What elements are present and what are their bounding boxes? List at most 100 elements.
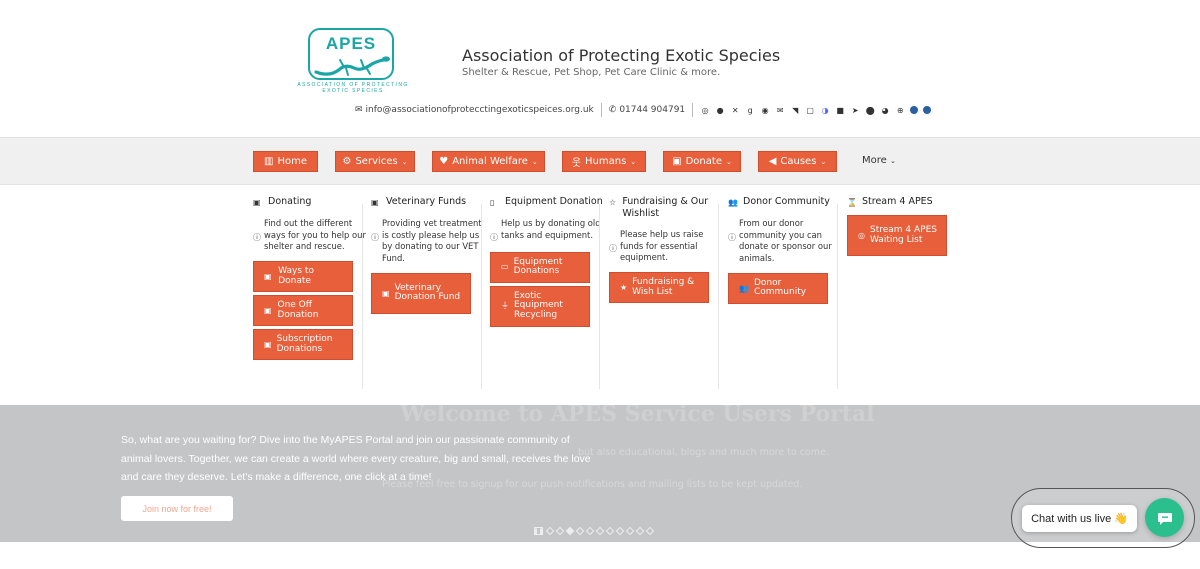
rss-icon[interactable]: ◥ xyxy=(792,105,799,115)
slider-pagination: ❚❚ xyxy=(533,526,655,536)
equipment-donations-button[interactable]: ▭Equipment Donations xyxy=(490,251,590,283)
site-title[interactable]: Association of Protecting Exotic Species xyxy=(462,46,781,65)
column-desc-text: Providing vet treatment is costly please… xyxy=(382,218,482,264)
nav-causes[interactable]: ◀ Causes ⌄ xyxy=(758,151,837,172)
stream-waiting-list-button[interactable]: ◎Stream 4 APES Waiting List xyxy=(847,215,947,256)
dot-icon[interactable] xyxy=(910,106,919,114)
slide-dot[interactable] xyxy=(595,526,605,536)
slide-dot-active[interactable] xyxy=(565,526,575,536)
gear-icon: ⚙ xyxy=(342,156,352,167)
instagram-icon[interactable]: ▢ xyxy=(806,105,814,115)
phone-icon: ✆ xyxy=(608,105,617,115)
nav-humans[interactable]: 웃 Humans ⌄ xyxy=(562,151,646,172)
email-link[interactable]: ✉ info@associationofprotecctingexoticspe… xyxy=(355,105,594,115)
nav-label: Animal Welfare xyxy=(452,156,528,167)
exotic-equipment-recycling-button[interactable]: ⏚ Exotic Equipment Recycling xyxy=(490,285,590,327)
nav-label: Home xyxy=(277,156,307,167)
pause-icon[interactable]: ❚❚ xyxy=(533,527,544,535)
nav-services[interactable]: ⚙ Services ⌄ xyxy=(335,151,415,172)
slide-dot[interactable] xyxy=(585,526,595,536)
column-desc-text: Find out the different ways for you to h… xyxy=(264,218,366,252)
column-title[interactable]: ⌛Stream 4 APES xyxy=(847,196,965,209)
logo-text: APES xyxy=(325,34,377,53)
nav-animal-welfare[interactable]: ♥ Animal Welfare ⌄ xyxy=(432,151,545,172)
nav-more-label: More xyxy=(862,155,887,166)
donor-community-button[interactable]: 👥Donor Community xyxy=(728,272,828,304)
nav-more[interactable]: More ⌄ xyxy=(862,155,896,166)
location-icon[interactable]: ⬤ xyxy=(865,105,875,115)
column-divider xyxy=(362,204,363,389)
hero-title: Welcome to APES Service Users Portal xyxy=(400,405,875,427)
google-plus-icon[interactable]: g xyxy=(747,105,753,115)
one-off-donation-button[interactable]: ▣One Off Donation xyxy=(253,295,353,327)
email-share-icon[interactable]: ✉ xyxy=(776,105,784,115)
whatsapp-icon[interactable]: ◎ xyxy=(701,105,709,115)
heart-icon: ♥ xyxy=(439,156,449,167)
divider xyxy=(692,103,694,117)
phone-link[interactable]: ✆ 01744 904791 xyxy=(609,105,685,115)
globe-icon[interactable]: ⊕ xyxy=(896,105,904,115)
home-icon: ▥ xyxy=(264,156,274,167)
chat-open-button[interactable] xyxy=(1145,498,1184,537)
column-desc-text: Please help us raise funds for essential… xyxy=(620,229,704,263)
chat-icon xyxy=(1157,512,1172,525)
messenger-icon[interactable]: ◕ xyxy=(881,105,889,115)
apes-logo[interactable]: APES ASSOCIATION OF PROTECTING EXOTIC SP… xyxy=(288,26,418,96)
veterinary-donation-fund-button[interactable]: ▣Veterinary Donation Fund xyxy=(371,272,471,314)
telegram-icon[interactable]: ➤ xyxy=(851,105,859,115)
logo-sub-line2: EXOTIC SPECIES xyxy=(322,88,384,94)
subscription-donations-button[interactable]: ▣Subscription Donations xyxy=(253,329,353,361)
column-title[interactable]: ▣Donating xyxy=(253,196,371,209)
slide-dot[interactable] xyxy=(645,526,655,536)
nav-home[interactable]: ▥ Home xyxy=(253,151,318,172)
slide-dot[interactable] xyxy=(635,526,645,536)
button-label: Stream 4 APES Waiting List xyxy=(869,224,937,245)
hero-ghost-text: Please feel free to signup for our push … xyxy=(382,479,803,490)
button-label: Subscription Donations xyxy=(276,334,333,354)
column-divider xyxy=(718,204,719,389)
column-desc-text: Help us by donating old tanks and equipm… xyxy=(501,218,601,240)
fundraising-wish-list-button[interactable]: ★Fundraising & Wish List xyxy=(609,272,709,304)
button-label: Equipment Donations xyxy=(513,256,563,277)
slide-dot[interactable] xyxy=(615,526,625,536)
podcast-icon[interactable]: ■ xyxy=(836,105,844,115)
column-title-text: Fundraising & Our Wishlist xyxy=(622,196,709,219)
column-title[interactable]: ☆Fundraising & Our Wishlist xyxy=(609,196,727,220)
button-label: Donor Community xyxy=(753,277,807,298)
discord-icon[interactable]: ◑ xyxy=(821,105,829,115)
slide-dot[interactable] xyxy=(605,526,615,536)
column-title[interactable]: ▣Veterinary Funds xyxy=(371,196,489,209)
dot-icon[interactable] xyxy=(923,106,932,114)
site-tagline: Shelter & Rescue, Pet Shop, Pet Care Cli… xyxy=(462,67,721,78)
facebook-icon[interactable]: ● xyxy=(716,105,724,115)
logo-subtitle: ASSOCIATION OF PROTECTING EXOTIC SPECIES xyxy=(288,82,418,94)
column-title-text: Donating xyxy=(268,196,312,207)
money-icon: ▣ xyxy=(382,288,390,298)
column-title[interactable]: 👥Donor Community xyxy=(728,196,846,209)
plug-icon: ⏚ xyxy=(501,301,509,311)
column-divider xyxy=(481,204,482,389)
nav-donate[interactable]: ▣ Donate ⌄ xyxy=(663,151,741,172)
column-title-text: Equipment Donation xyxy=(505,196,603,207)
slide-dot[interactable] xyxy=(555,526,565,536)
slide-dot[interactable] xyxy=(625,526,635,536)
column-divider xyxy=(599,204,600,389)
hero-body: So, what are you waiting for? Dive into … xyxy=(121,434,591,483)
wave-icon: 👋 xyxy=(1114,513,1128,525)
join-now-button[interactable]: Join now for free! xyxy=(121,496,233,521)
column-title[interactable]: ▯Equipment Donation xyxy=(490,196,608,209)
social-links: ◎ ● ✕ g ◉ ✉ ◥ ▢ ◑ ■ ➤ ⬤ ◕ ⊕ xyxy=(700,105,932,115)
pinterest-icon[interactable]: ◉ xyxy=(761,105,769,115)
chat-prompt[interactable]: Chat with us live 👋 xyxy=(1022,505,1137,532)
button-label: Exotic Equipment Recycling xyxy=(514,290,563,320)
x-twitter-icon[interactable]: ✕ xyxy=(731,105,739,115)
mega-column-stream: ⌛Stream 4 APES ◎Stream 4 APES Waiting Li… xyxy=(847,196,965,256)
slide-dot[interactable] xyxy=(545,526,555,536)
ways-to-donate-button[interactable]: ▣Ways to Donate xyxy=(253,261,353,293)
slide-dot[interactable] xyxy=(575,526,585,536)
